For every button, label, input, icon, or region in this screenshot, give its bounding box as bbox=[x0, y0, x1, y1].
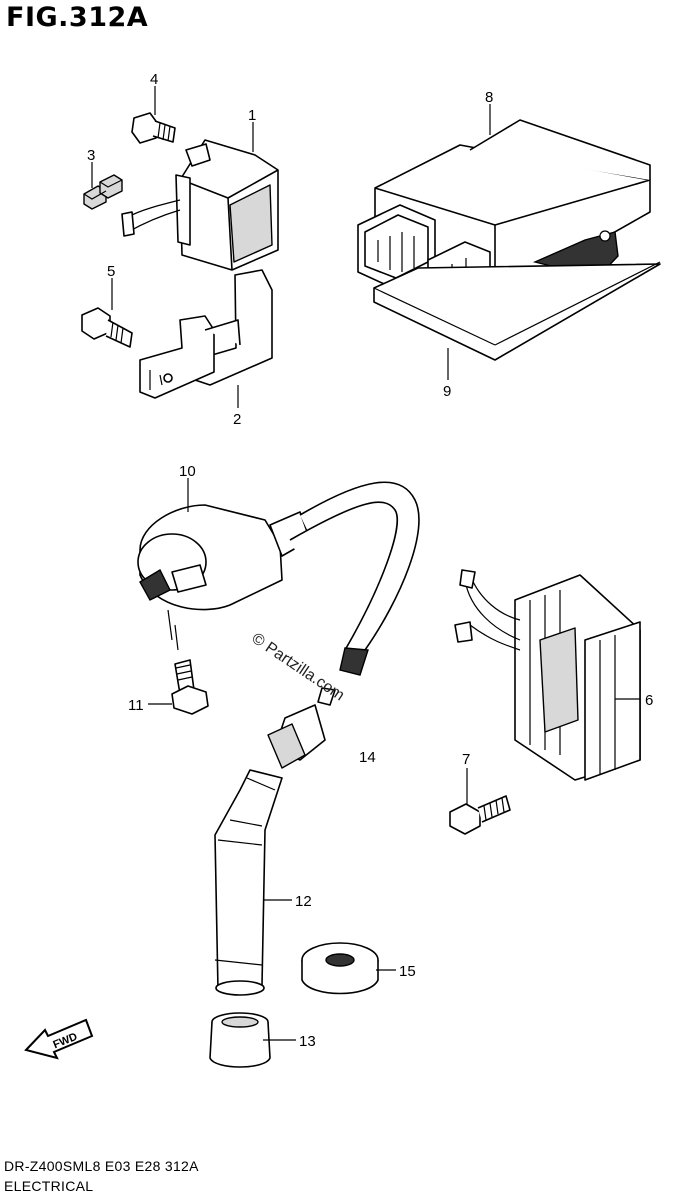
part-10-ignition-coil[interactable] bbox=[137, 481, 420, 676]
part-7-bolt[interactable] bbox=[449, 795, 511, 835]
callout-5: 5 bbox=[107, 263, 115, 280]
callout-6: 6 bbox=[645, 692, 653, 709]
section-name: ELECTRICAL bbox=[4, 1178, 94, 1194]
callout-2: 2 bbox=[233, 411, 241, 428]
part-14-connector[interactable] bbox=[267, 687, 336, 769]
callout-labels: 4 3 1 5 2 8 9 10 11 14 12 15 13 6 7 bbox=[87, 71, 653, 1050]
part-12-plug-cap[interactable] bbox=[214, 769, 283, 996]
part-11-bolt[interactable] bbox=[171, 659, 209, 715]
callout-8: 8 bbox=[485, 89, 493, 106]
part-1-relay[interactable] bbox=[121, 139, 279, 271]
callout-12: 12 bbox=[295, 893, 312, 910]
callout-3: 3 bbox=[87, 147, 95, 164]
callout-13: 13 bbox=[299, 1033, 316, 1050]
callout-9: 9 bbox=[443, 383, 451, 400]
part-13-cap[interactable] bbox=[209, 1012, 271, 1068]
leader-lines bbox=[91, 86, 640, 1041]
callout-10: 10 bbox=[179, 463, 196, 480]
callout-4: 4 bbox=[150, 71, 158, 88]
callout-15: 15 bbox=[399, 963, 416, 980]
part-15-grommet[interactable] bbox=[301, 942, 379, 995]
callout-7: 7 bbox=[462, 751, 470, 768]
callout-11: 11 bbox=[128, 697, 144, 714]
figure-title: FIG.312A bbox=[6, 2, 149, 33]
part-5-bolt[interactable] bbox=[81, 307, 133, 348]
callout-14: 14 bbox=[359, 749, 376, 766]
callout-1: 1 bbox=[248, 107, 256, 124]
part-3-clip[interactable] bbox=[83, 174, 123, 210]
part-2-bracket[interactable] bbox=[139, 269, 273, 399]
part-9-pad[interactable] bbox=[373, 261, 661, 361]
forward-arrow-icon: FWD bbox=[24, 1018, 94, 1060]
model-code: DR-Z400SML8 E03 E28 312A bbox=[4, 1158, 199, 1174]
part-4-bolt[interactable] bbox=[131, 112, 176, 144]
part-6-regulator[interactable] bbox=[454, 569, 641, 781]
